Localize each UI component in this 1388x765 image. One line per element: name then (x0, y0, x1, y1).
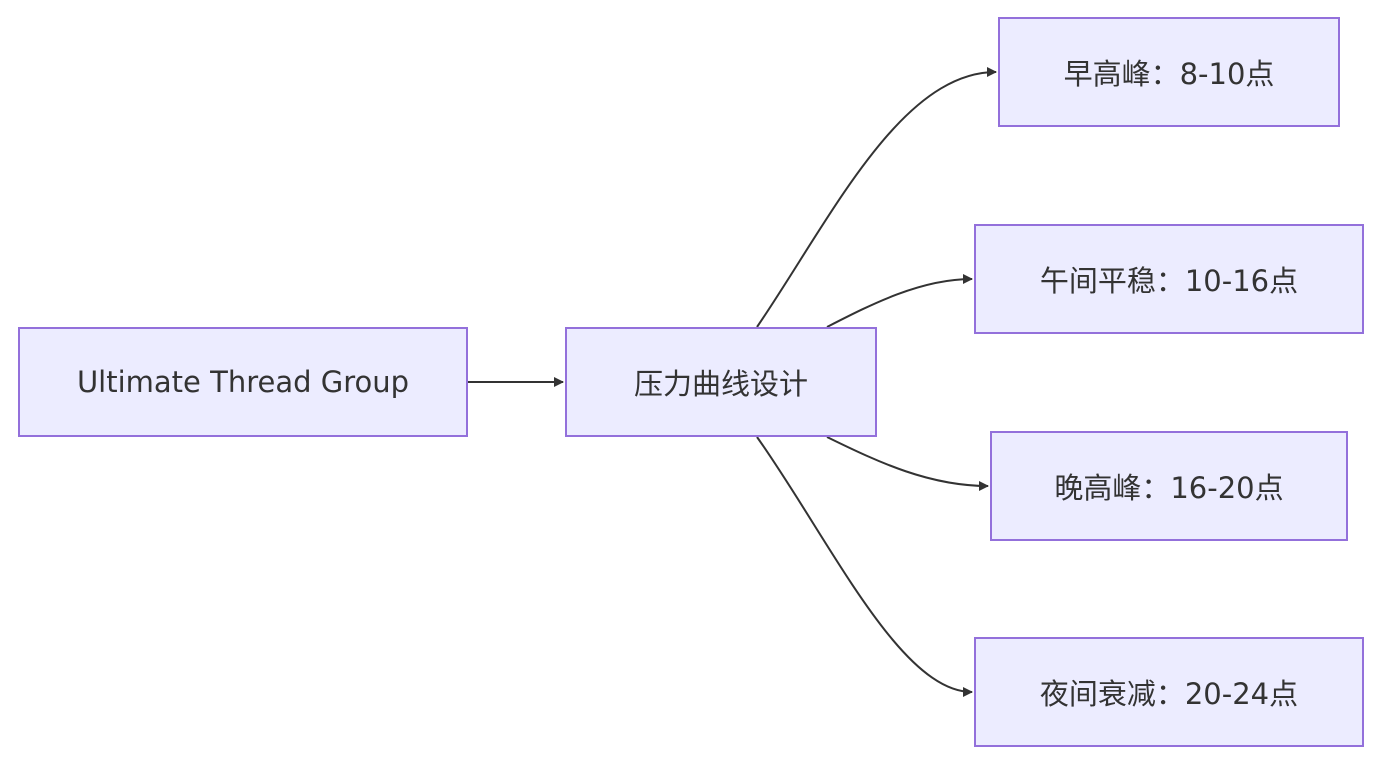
edge-center-to-morning-peak (756, 67, 997, 328)
node-label: 午间平稳：10-16点 (1039, 264, 1299, 298)
node-night-decline[interactable]: 夜间衰减：20-24点 (974, 637, 1364, 747)
node-evening-peak[interactable]: 晚高峰：16-20点 (990, 431, 1348, 541)
node-morning-peak[interactable]: 早高峰：8-10点 (998, 17, 1340, 127)
node-label: 压力曲线设计 (633, 367, 808, 401)
edge-center-to-night-decline (756, 436, 973, 697)
node-label: 晚高峰：16-20点 (1054, 471, 1284, 505)
edge-center-to-midday-stable (826, 274, 973, 328)
node-midday-stable[interactable]: 午间平稳：10-16点 (974, 224, 1364, 334)
node-ultimate-thread-group[interactable]: Ultimate Thread Group (18, 327, 468, 437)
node-label: 早高峰：8-10点 (1063, 57, 1275, 91)
node-label: Ultimate Thread Group (76, 365, 410, 399)
node-pressure-curve-design[interactable]: 压力曲线设计 (565, 327, 877, 437)
edge-center-to-evening-peak (826, 436, 989, 491)
node-label: 夜间衰减：20-24点 (1039, 677, 1299, 711)
